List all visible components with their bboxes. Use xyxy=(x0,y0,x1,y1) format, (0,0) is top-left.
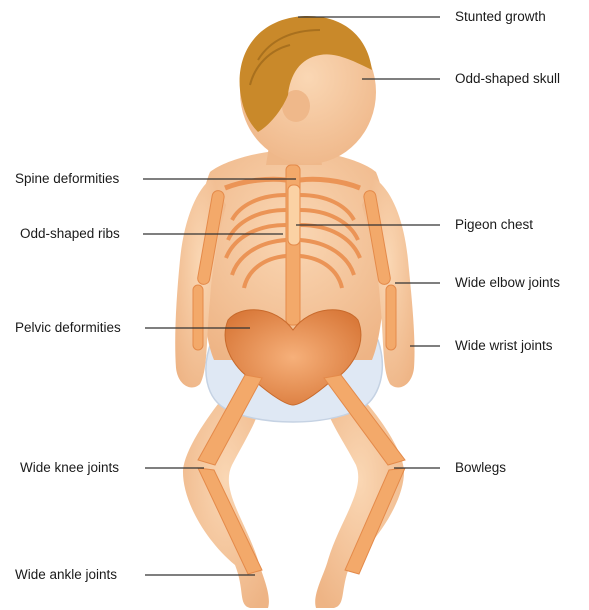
label-wide-ankle-joints: Wide ankle joints xyxy=(15,567,117,583)
label-stunted-growth: Stunted growth xyxy=(455,9,546,25)
label-wide-wrist-joints: Wide wrist joints xyxy=(455,338,553,354)
label-bowlegs: Bowlegs xyxy=(455,460,506,476)
head xyxy=(240,16,376,164)
label-pelvic-deformities: Pelvic deformities xyxy=(15,320,121,336)
label-wide-elbow-joints: Wide elbow joints xyxy=(455,275,560,291)
label-spine-deformities: Spine deformities xyxy=(15,171,119,187)
label-odd-shaped-ribs: Odd-shaped ribs xyxy=(20,226,120,242)
label-pigeon-chest: Pigeon chest xyxy=(455,217,533,233)
label-odd-shaped-skull: Odd-shaped skull xyxy=(455,71,560,87)
label-wide-knee-joints: Wide knee joints xyxy=(20,460,119,476)
